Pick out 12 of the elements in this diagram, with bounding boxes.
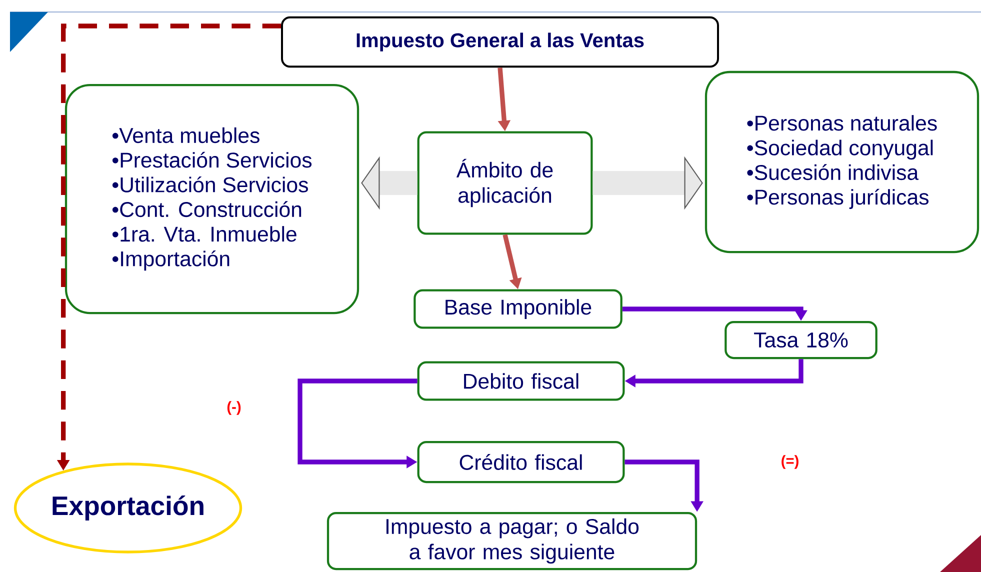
ellipse-node: Exportación xyxy=(14,462,242,554)
process-box: Impuesto a pagar; o Saldo a favor mes siguiente xyxy=(326,512,698,570)
process-box: Tasa 18% xyxy=(724,320,878,360)
operator-label: (-) xyxy=(227,401,241,415)
process-box: Base Imponible xyxy=(414,289,622,329)
title-box: Impuesto General a las Ventas xyxy=(281,16,719,68)
list-box: •Personas naturales •Sociedad conyugal •Sucesión indivisa •Personas jurídicas xyxy=(704,70,980,254)
process-box: Debito fiscal xyxy=(417,361,625,401)
process-box: Ámbito de aplicación xyxy=(417,131,593,235)
process-box: Crédito fiscal xyxy=(417,440,625,484)
operator-label: (=) xyxy=(782,455,798,469)
list-box: •Venta muebles •Prestación Servicios •Utilización Servicios •Cont. Construcción •1ra. Vta. Inmueble •Importación xyxy=(64,84,360,314)
